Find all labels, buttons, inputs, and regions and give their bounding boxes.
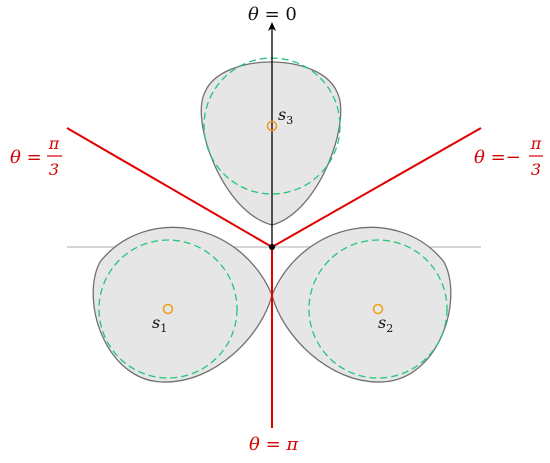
region-s1 xyxy=(92,226,273,383)
source-label-s1: s1 xyxy=(152,313,167,335)
ray-theta-minus-pi-over-3 xyxy=(271,127,482,248)
label-theta-pi-over-3: θ = π 3 xyxy=(10,134,62,179)
svg-text:θ =: θ = xyxy=(10,147,42,168)
svg-text:3: 3 xyxy=(49,160,59,179)
svg-text:π: π xyxy=(48,134,60,153)
label-theta-0: θ = 0 xyxy=(248,4,297,25)
region-s2 xyxy=(271,226,452,383)
svg-text:3: 3 xyxy=(531,160,541,179)
source-label-s2: s2 xyxy=(378,313,393,335)
source-marker-s3 xyxy=(266,120,278,132)
center-point xyxy=(269,244,275,250)
dashed-circle-s1 xyxy=(98,239,238,379)
ray-theta-pi-over-3 xyxy=(66,127,273,248)
svg-text:θ =−: θ =− xyxy=(474,147,521,168)
svg-text:π: π xyxy=(530,134,542,153)
label-theta-minus-pi-over-3: θ =− π 3 xyxy=(474,134,543,179)
source-marker-s1 xyxy=(162,303,174,315)
source-marker-s2 xyxy=(372,303,384,315)
label-theta-pi: θ = π xyxy=(249,434,299,455)
dashed-circle-s2 xyxy=(308,239,448,379)
region-s3 xyxy=(200,61,342,226)
source-label-s3: s3 xyxy=(278,105,293,127)
